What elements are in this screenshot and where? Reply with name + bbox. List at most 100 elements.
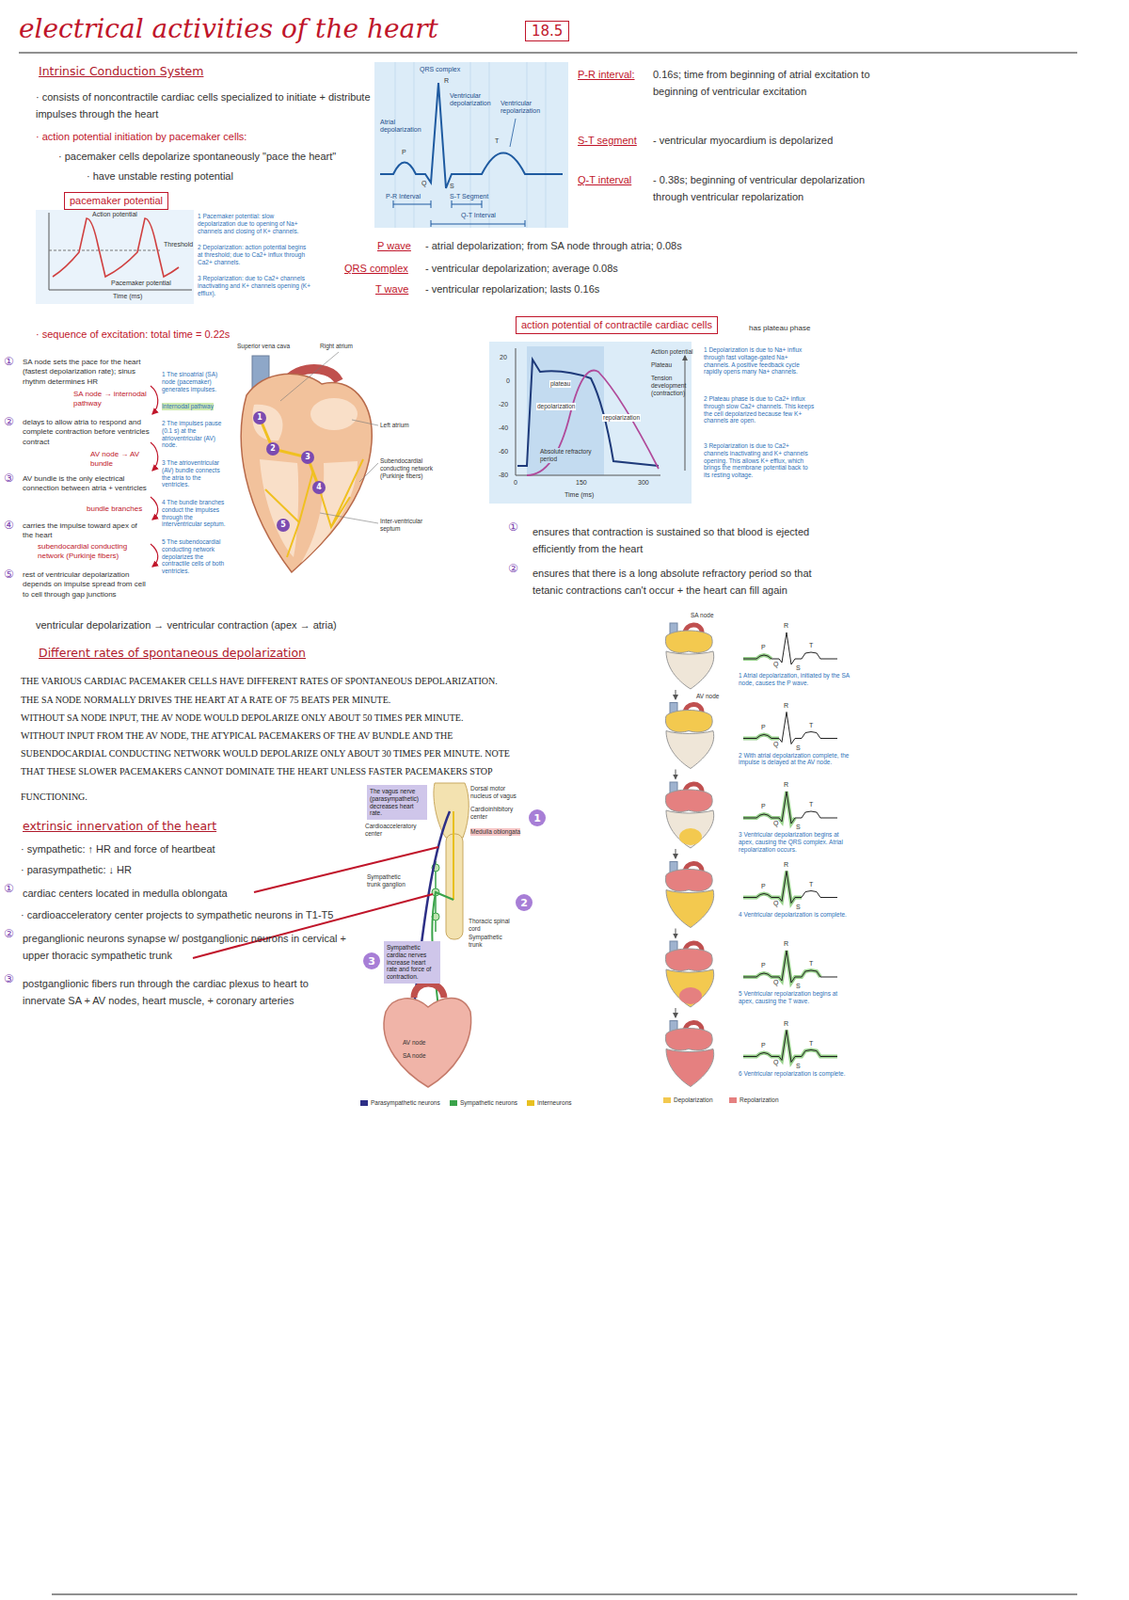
axis-letter: T [809,880,813,889]
axis-letter: Q [773,740,779,748]
figure-part [451,200,453,208]
note-text: · consists of noncontractile cardiac cel… [35,88,384,123]
figure-label: Absolute refractory period [540,447,593,463]
axis-letter: S [795,903,801,911]
node-text: 3 [367,955,376,967]
axis-letter: P [761,723,766,732]
figure-label: Tension development (contraction) [651,374,691,397]
figure-caption: 1 Pacemaker potential: slow depolarizati… [197,212,313,235]
axis-letter: Q [421,179,427,188]
figure-part [517,359,659,466]
node-text: 5 [280,521,287,529]
callout-number: 5 [276,518,290,532]
axis-letter: S [795,823,801,831]
figure-label: Cardioinhibitory center [470,805,524,821]
callout-number: ② [508,562,519,574]
ventricles [666,969,715,1007]
figure-part [489,341,692,504]
textbook-text: THAT THESE SLOWER PACEMAKERS CANNOT DOMI… [20,765,493,778]
node-text: 4 [316,483,322,492]
axis-letter: R [783,860,789,869]
ecg-label: QRS complex [419,65,461,74]
figure-caption: 2 With atrial depolarization complete, t… [738,751,850,767]
ecg-highlight [743,871,802,904]
figure-part [526,369,659,476]
axis-letter: P [761,882,766,891]
axis-letter: S [449,182,455,191]
textbook-text: SUBENDOCARDIAL CONDUCTING NETWORK WOULD … [20,747,510,760]
figure-caption: 1 The sinoatrial (SA) node (pacemaker) g… [161,370,228,393]
note-text: preganglionic neurons synapse w/ postgan… [22,929,352,964]
figure-caption: 3 The atrioventricular (AV) bundle conne… [161,459,228,489]
legend-item: Sympathetic neurons [449,1098,518,1106]
note-text: ventricular depolarization → ventricular… [35,616,337,634]
callout-number: 2 [266,442,280,456]
structure-note: SA node → internodal pathway [73,389,149,410]
figure-caption: 1 Depolarization is due to Na+ influx th… [703,346,815,376]
axis-letter: Q [773,819,779,827]
axis-letter: Q [773,660,779,668]
callout-number: ① [3,882,15,894]
figure-part [301,461,358,563]
callout-number: 3 [301,450,315,464]
side-note: rest of ventricular depolarization depen… [22,570,150,600]
node-text: 18.5 [531,22,563,40]
ecg-trace [743,712,838,745]
figure-part [35,209,194,304]
axis-letter: T [494,137,499,145]
figure-caption: 5 The subendocardial conducting network … [161,538,228,575]
sequence-arrow [675,1007,677,1018]
callout-number: 1 [528,809,546,827]
figure-caption: 6 Ventricular repolarization is complete… [738,1069,850,1078]
axis-letter: -40 [498,424,509,432]
axis-letter: -60 [498,447,509,456]
figure-part [48,212,50,290]
sequence-arrow [675,769,677,780]
callout-number: ⑤ [3,568,15,580]
side-note: SA node sets the pace for the heart (fas… [22,357,150,387]
note-text: · sequence of excitation: total time = 0… [35,325,230,343]
axis-letter: Q [773,1058,779,1066]
note-text: - 0.38s; beginning of ventricular depola… [652,171,889,206]
figure-part [18,51,1078,53]
legend-swatch [729,1097,737,1103]
figure-part [430,223,525,225]
figure-label: Sympathetic trunk ganglion [366,873,409,889]
side-note: carries the impulse toward apex of the h… [22,521,150,541]
note-text: 0.16s; time from beginning of atrial exc… [652,65,889,100]
sequence-arrow [675,928,677,939]
textbook-text: FUNCTIONING. [20,791,88,803]
axis-letter: S [795,744,801,752]
boxed-heading: action potential of contractile cardiac … [515,316,718,334]
figure-label: Inter-ventricular septum [380,517,428,533]
axis-letter: T [809,641,813,650]
node-text: 1 [256,413,263,422]
figure-label: repolarization [602,413,641,422]
term: P wave [377,237,412,255]
caption-box: Sympathetic cardiac nerves increase hear… [383,940,441,984]
figure-label: depolarization [536,402,576,411]
axis-letter: T [809,959,813,968]
figure-part [150,496,159,520]
legend-item: Repolarization [729,1096,780,1103]
figure-part [395,62,397,228]
note-text: - ventricular myocardium is depolarized [652,131,833,149]
axis-letter: S [795,982,801,990]
legend-item: Interneurons [526,1098,573,1106]
legend-item: Depolarization [663,1096,714,1103]
legend-text: Parasympathetic neurons [370,1098,441,1106]
note-text: - ventricular depolarization; average 0.… [425,259,619,277]
node-text: Sympathetic cardiac nerves increase hear… [386,943,438,981]
axis-letter: P [761,643,766,652]
figure-label: Subendocardial conducting network (Purki… [380,457,437,479]
note-text: · action potential initiation by pacemak… [35,127,247,145]
section-heading: Different rates of spontaneous depolariz… [38,645,306,661]
figure-part [524,220,526,227]
axis-letter: R [783,939,789,948]
figure-part [430,200,432,208]
axis-letter: P [401,148,407,157]
figure-caption: 2 Depolarization: action potential begin… [197,243,313,266]
figure-part [433,782,469,838]
figure-part [545,62,547,228]
axis-letter: 150 [575,478,588,487]
